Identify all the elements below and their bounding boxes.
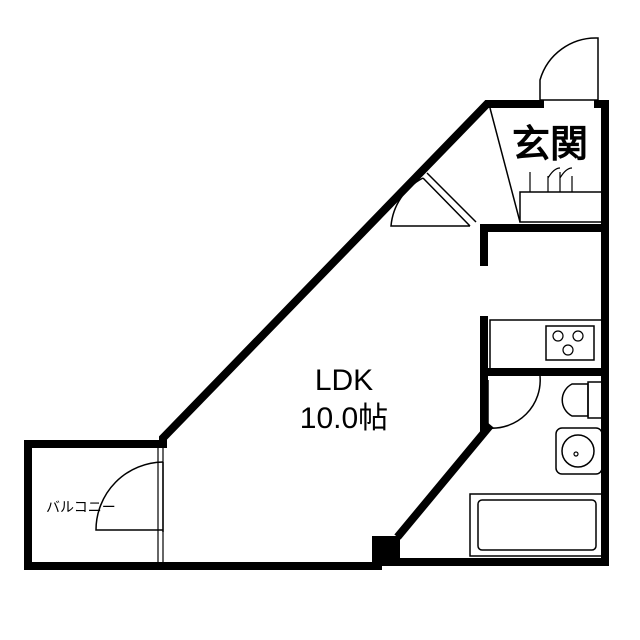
balcony-door[interactable] (95, 461, 164, 532)
toilet-tank (587, 381, 603, 419)
shoe-box (519, 191, 603, 223)
kitchen (480, 316, 603, 376)
entrance (480, 37, 609, 266)
entrance-door[interactable] (539, 37, 599, 104)
column (372, 536, 400, 566)
ldk-size-label: 10.0帖 (300, 402, 388, 435)
bath-door[interactable] (487, 375, 541, 429)
bathroom (394, 368, 609, 557)
stove (545, 325, 595, 361)
ldk-door[interactable] (390, 172, 477, 227)
balcony-wall (24, 440, 167, 570)
wash-basin (555, 427, 603, 475)
outer-walls (159, 100, 609, 570)
ldk-label: LDK (315, 364, 373, 397)
bathtub (469, 493, 603, 557)
balcony-label: バルコニー (46, 499, 116, 515)
diagonal-wall (159, 100, 544, 448)
entrance-label: 玄関 (512, 124, 588, 166)
toilet-bowl (561, 383, 589, 417)
